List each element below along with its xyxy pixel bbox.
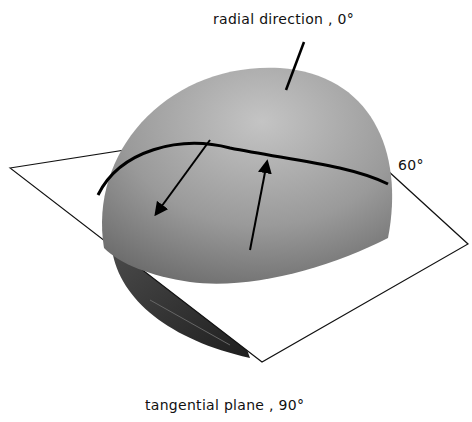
- arrow: [156, 140, 210, 214]
- leader-line: [286, 42, 304, 90]
- latitude-line: [98, 143, 388, 195]
- figure-label: tangential plane , 90°: [145, 397, 304, 413]
- upper-hemisphere: [102, 68, 392, 284]
- arrow: [250, 162, 267, 250]
- figure-label: 60°: [398, 157, 424, 173]
- figure-label: radial direction , 0°: [213, 11, 354, 27]
